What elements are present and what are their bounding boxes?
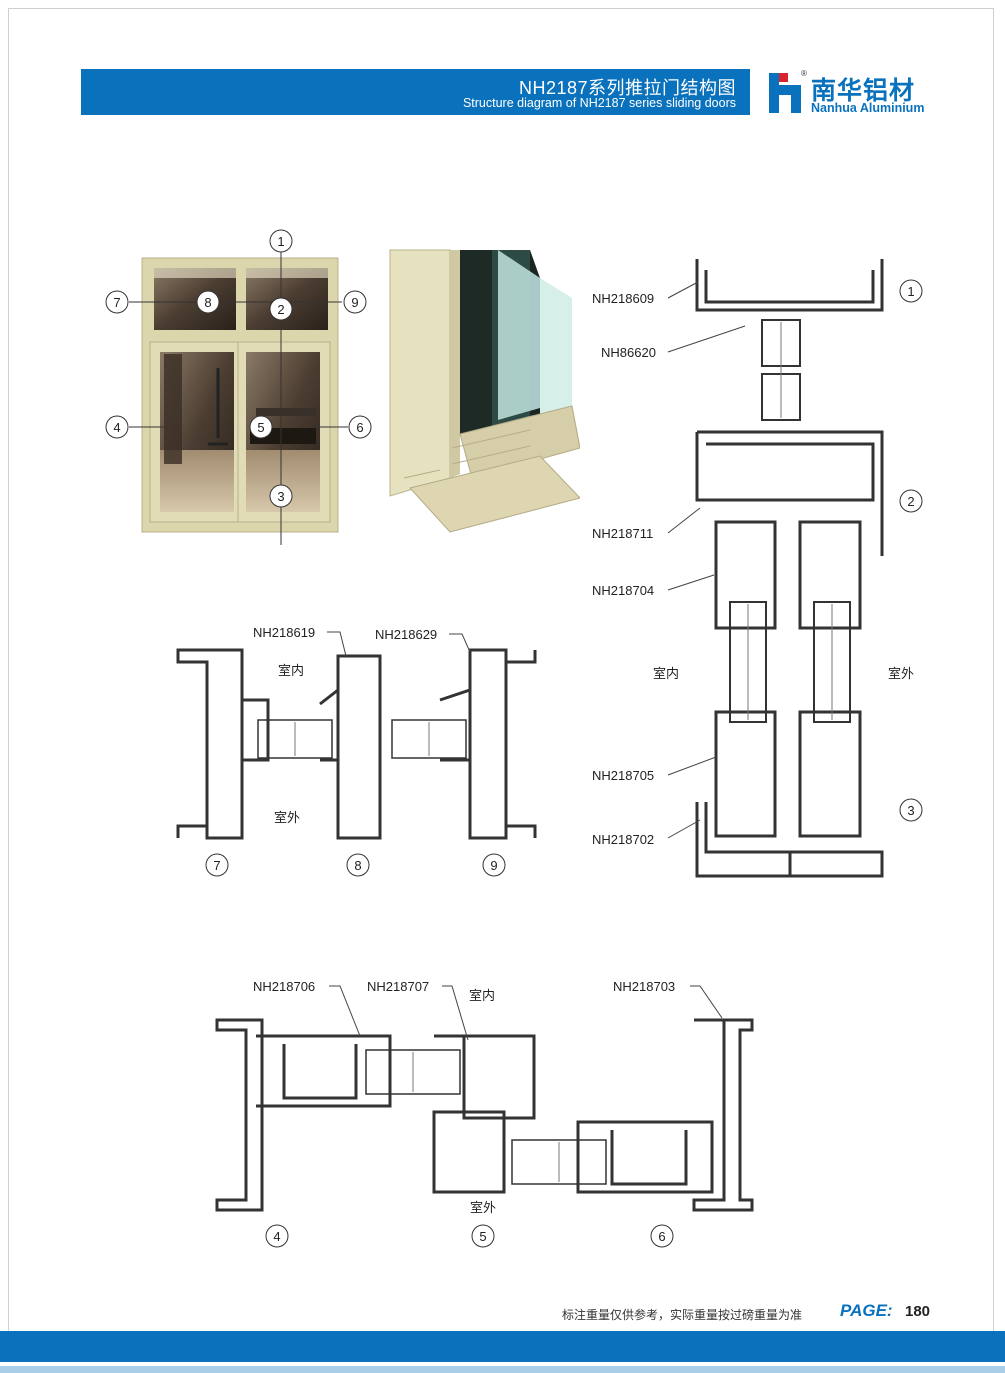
callout-7: 7	[213, 858, 220, 873]
indoor-label: 室内	[278, 663, 304, 678]
outdoor-label: 室外	[888, 666, 914, 681]
footer-gap	[0, 1362, 1005, 1373]
indoor-label: 室内	[653, 666, 679, 681]
callout-6: 6	[658, 1229, 665, 1244]
part-label: NH218711	[592, 526, 653, 541]
callout-3: 3	[907, 803, 914, 818]
brand-name-cn: 南华铝材	[811, 77, 916, 105]
title-cn: NH2187系列推拉门结构图	[518, 78, 736, 98]
part-label: NH86620	[601, 345, 656, 360]
weight-note: 标注重量仅供参考，实际重量按过磅重量为准	[562, 1308, 803, 1322]
callout-9: 9	[490, 858, 497, 873]
footer-strip	[0, 1366, 1005, 1373]
part-label: NH218705	[592, 768, 654, 783]
footer-bar	[0, 1331, 1005, 1362]
door-callout-5: 5	[257, 420, 264, 435]
corner-section-render	[389, 249, 580, 533]
part-label: NH218702	[592, 832, 654, 847]
door-callout-9: 9	[351, 295, 358, 310]
page-number: 180	[905, 1303, 931, 1320]
header-bar: NH2187系列推拉门结构图 Structure diagram of NH21…	[81, 69, 750, 115]
part-label: NH218704	[592, 583, 654, 598]
door-callout-7: 7	[113, 295, 120, 310]
door-callout-2: 2	[277, 302, 284, 317]
part-label: NH218609	[592, 291, 654, 306]
door-callout-8: 8	[204, 295, 211, 310]
brand-name-en: Nanhua Aluminium	[811, 101, 925, 115]
outdoor-label: 室外	[470, 1200, 496, 1215]
title-en: Structure diagram of NH2187 series slidi…	[462, 96, 736, 110]
part-label: NH218706	[253, 979, 315, 994]
part-label: NH218703	[613, 979, 675, 994]
part-label: NH218619	[253, 625, 315, 640]
logo-mark-icon	[769, 73, 801, 113]
brand-logo: ® 南华铝材 Nanhua Aluminium	[767, 69, 947, 117]
callout-2: 2	[907, 494, 914, 509]
callout-5: 5	[479, 1229, 486, 1244]
registered-mark: ®	[801, 69, 807, 78]
door-callout-1: 1	[277, 234, 284, 249]
page-label: PAGE:	[840, 1301, 893, 1320]
indoor-label: 室内	[469, 988, 495, 1003]
callout-1: 1	[907, 284, 914, 299]
callout-4: 4	[273, 1229, 280, 1244]
outdoor-label: 室外	[274, 810, 300, 825]
door-callout-6: 6	[356, 420, 363, 435]
callout-8: 8	[354, 858, 361, 873]
part-label: NH218707	[367, 979, 429, 994]
door-callout-4: 4	[113, 420, 120, 435]
door-callout-3: 3	[277, 489, 284, 504]
part-label: NH218629	[375, 627, 437, 642]
door-illustration	[141, 257, 339, 533]
